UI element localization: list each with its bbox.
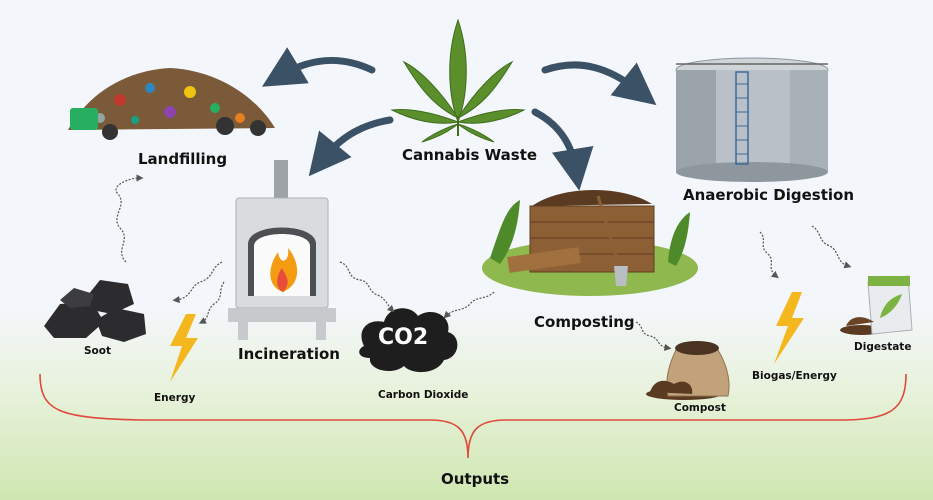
digester-tank-icon — [675, 57, 829, 182]
incinerator-icon — [228, 160, 336, 340]
compost-sack-icon — [646, 341, 730, 400]
lightning-icons — [170, 292, 804, 382]
arrow-to-landfilling — [261, 47, 376, 87]
arrow-to-composting — [531, 108, 594, 191]
compost-label: Compost — [674, 402, 726, 414]
soot-label: Soot — [84, 345, 112, 357]
co2-glyph: CO2 — [378, 325, 429, 350]
outputs-brace — [39, 373, 907, 459]
arrow-to-anaerobic-digestion — [541, 61, 657, 106]
energy-label: Energy — [154, 392, 196, 404]
digestate-bag-icon — [840, 275, 913, 335]
co2-cloud-icon — [359, 308, 458, 373]
energy-lightning-icon — [170, 314, 198, 382]
carbon-dioxide-label: Carbon Dioxide — [378, 389, 469, 401]
compost-bin-icon — [482, 189, 698, 296]
biogas-energy-label: Biogas/Energy — [752, 370, 837, 382]
anaerobic-digestion-label: Anaerobic Digestion — [683, 186, 855, 204]
incineration-label: Incineration — [238, 345, 340, 363]
outputs-label: Outputs — [441, 470, 510, 488]
arrow-to-incineration — [308, 116, 394, 177]
soot-icon — [44, 280, 146, 342]
composting-label: Composting — [534, 313, 635, 331]
landfilling-label: Landfilling — [138, 150, 228, 168]
biogas-lightning-icon — [774, 292, 804, 364]
cannabis-leaf-icon — [390, 18, 526, 143]
process-arrows — [261, 47, 657, 191]
output-arrows — [115, 174, 852, 351]
center-label: Cannabis Waste — [402, 146, 538, 164]
landfill-pile-icon — [68, 68, 275, 140]
digestate-label: Digestate — [854, 341, 912, 353]
